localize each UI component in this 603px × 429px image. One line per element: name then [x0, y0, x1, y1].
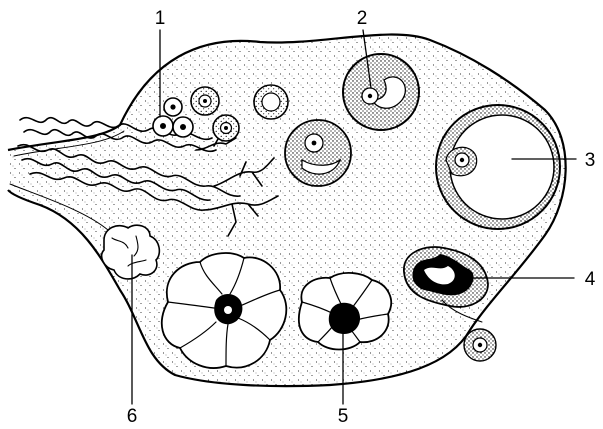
label-4: 4 [585, 269, 596, 290]
label-6: 6 [127, 406, 138, 427]
mature-graafian-follicle [436, 105, 560, 229]
released-oocyte [464, 329, 496, 361]
label-1: 1 [155, 8, 166, 29]
secondary-follicle [285, 120, 351, 186]
corpus-luteum-small [299, 273, 391, 350]
label-3: 3 [585, 150, 596, 171]
label-2: 2 [357, 8, 368, 29]
label-5: 5 [338, 406, 349, 427]
tertiary-follicle [343, 54, 419, 130]
